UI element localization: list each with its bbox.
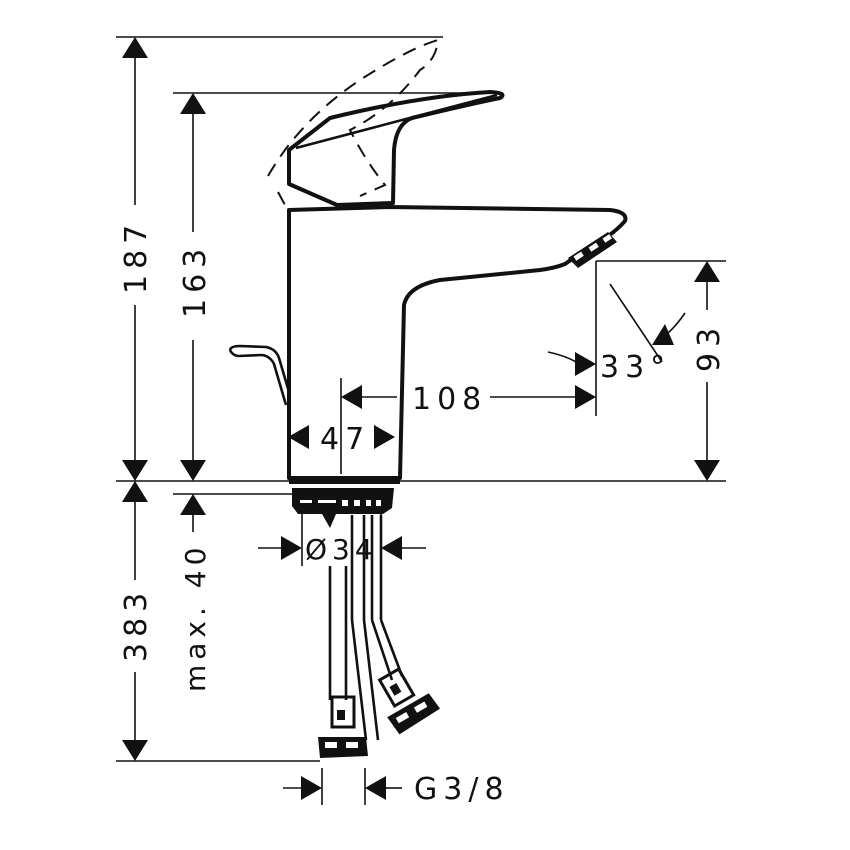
dimension-max-40: max. 40 bbox=[179, 494, 212, 692]
reference-lines bbox=[116, 36, 726, 762]
arrow-left-icon bbox=[288, 425, 309, 449]
dimension-187: 187 bbox=[119, 37, 154, 481]
arrow-right-icon bbox=[575, 385, 596, 409]
arrow-up-icon bbox=[180, 494, 206, 515]
label-163: 163 bbox=[178, 243, 213, 318]
arrow-up-icon bbox=[122, 481, 148, 502]
arrow-right-icon bbox=[575, 352, 596, 376]
dimension-47: 47 bbox=[288, 422, 395, 457]
arrow-left-icon bbox=[365, 776, 386, 800]
label-187: 187 bbox=[119, 219, 154, 294]
arrow-up-icon bbox=[694, 261, 720, 282]
label-383: 383 bbox=[119, 587, 154, 662]
arrow-right-icon bbox=[281, 536, 302, 560]
aerator bbox=[568, 232, 617, 268]
dimension-93: 93 bbox=[692, 261, 727, 481]
label-33-deg: 33° bbox=[600, 350, 671, 385]
dimension-383: 383 bbox=[119, 481, 154, 761]
label-diameter-34: Ø34 bbox=[305, 533, 378, 566]
arrow-up-icon bbox=[180, 93, 206, 114]
label-108: 108 bbox=[412, 382, 487, 417]
arrow-down-icon bbox=[180, 460, 206, 481]
arrow-left-icon bbox=[381, 536, 402, 560]
arrow-left-icon bbox=[341, 385, 362, 409]
arrow-up-icon bbox=[122, 37, 148, 58]
label-g3-8: G3/8 bbox=[414, 772, 510, 807]
faucet-outline bbox=[228, 38, 628, 758]
arrow-icon bbox=[652, 324, 674, 345]
arrow-down-icon bbox=[122, 460, 148, 481]
label-max-40: max. 40 bbox=[179, 543, 212, 692]
dimension-g3-8: G3/8 bbox=[283, 768, 510, 807]
dimension-108: 108 bbox=[340, 378, 596, 474]
label-93: 93 bbox=[692, 322, 727, 372]
arrow-right-icon bbox=[374, 425, 395, 449]
label-47: 47 bbox=[320, 422, 370, 457]
dimension-angle-33: 33° bbox=[547, 283, 686, 385]
dimension-diameter-34: Ø34 bbox=[258, 505, 426, 566]
dimension-163: 163 bbox=[178, 93, 213, 481]
arrow-right-icon bbox=[301, 776, 322, 800]
arrow-down-icon bbox=[122, 740, 148, 761]
arrow-down-icon bbox=[694, 460, 720, 481]
